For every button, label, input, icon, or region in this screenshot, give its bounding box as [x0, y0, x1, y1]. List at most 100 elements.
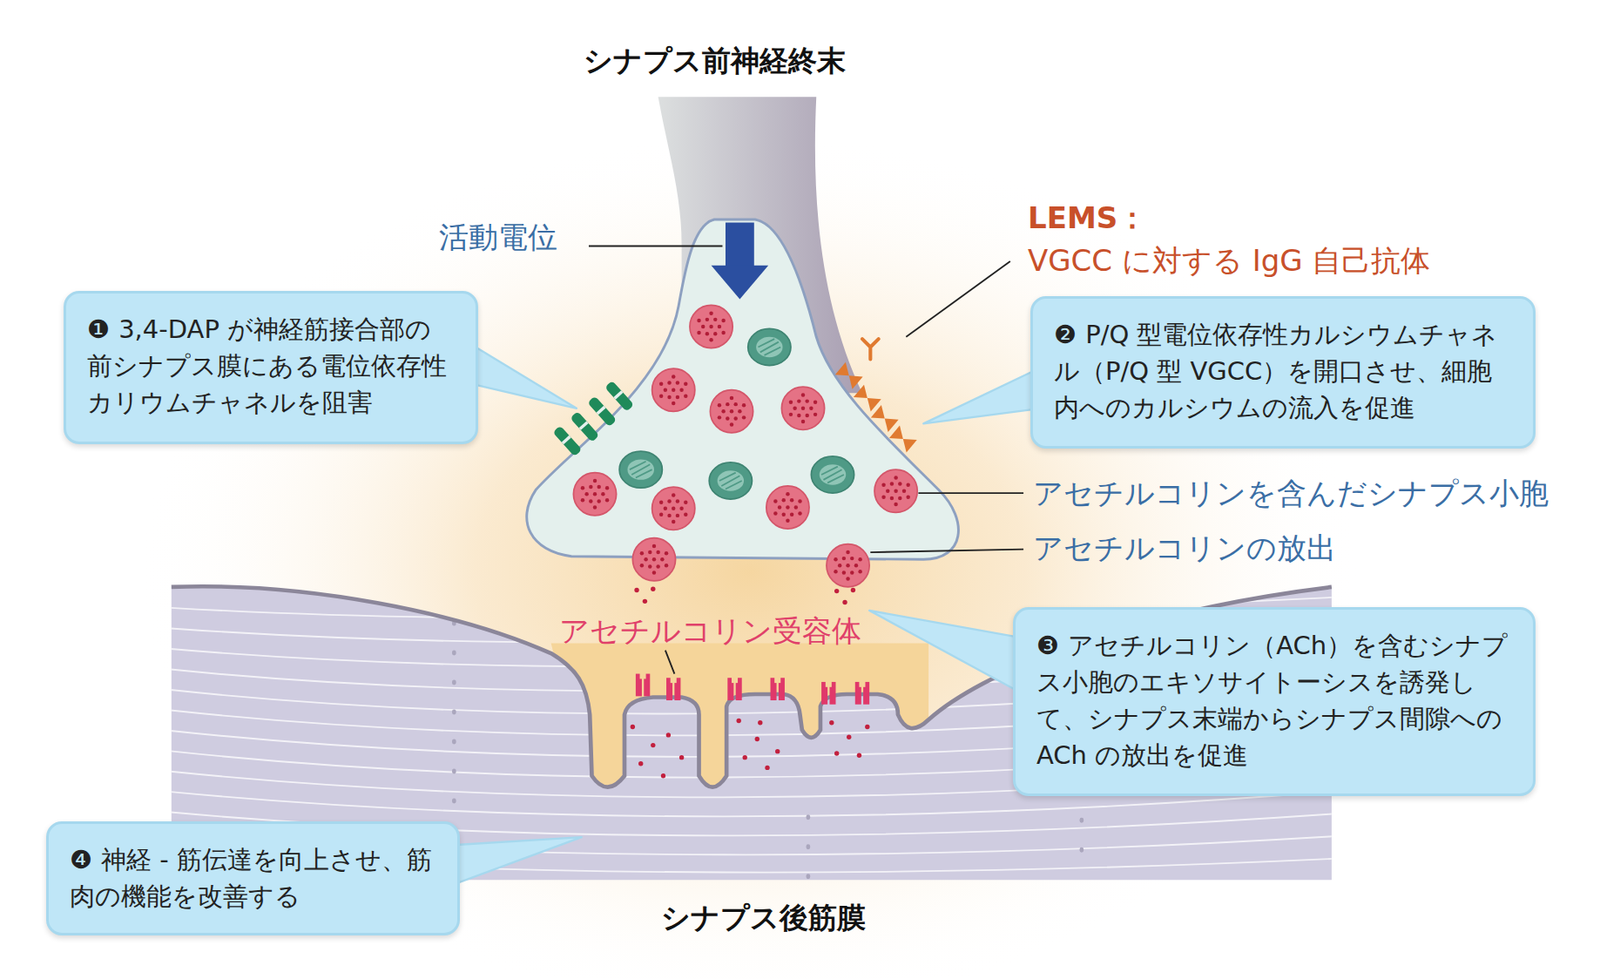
illustration-part — [587, 395, 617, 427]
illustration-part — [683, 499, 688, 504]
illustration-part — [905, 495, 910, 500]
illustration-part — [717, 415, 722, 419]
illustration-part — [596, 485, 601, 489]
action-potential-arrow — [711, 222, 770, 300]
illustration-part — [889, 425, 918, 453]
illustration-part — [679, 387, 683, 392]
illustration-part — [705, 317, 709, 322]
illustration-part — [785, 492, 790, 496]
callout-number: ❹ — [69, 844, 93, 875]
illustration-part — [890, 481, 894, 486]
illustration-part — [837, 563, 842, 568]
illustration-part — [675, 513, 680, 518]
illustration-part — [842, 600, 847, 605]
illustration-part — [905, 482, 910, 487]
illustration-part — [580, 486, 585, 490]
illustration-part — [777, 505, 782, 509]
illustration-part — [679, 506, 683, 510]
callout-box: ❸アセチルコリン（ACh）を含むシナプス小胞のエキソサイトーシスを誘発して、シナ… — [1012, 607, 1536, 797]
illustration-part — [701, 324, 705, 329]
illustration-part — [857, 753, 862, 758]
illustration-part — [893, 489, 898, 493]
illustration-part — [713, 317, 717, 322]
illustration-part — [661, 773, 666, 778]
illustration-part — [719, 472, 743, 490]
illustration-part — [667, 395, 671, 399]
illustration-part — [613, 390, 623, 399]
callout-number: ❶ — [87, 314, 110, 345]
illustration-part — [806, 816, 811, 878]
illustration-part — [629, 461, 653, 479]
illustration-part — [604, 380, 635, 412]
illustration-part — [757, 720, 763, 725]
illustration-part — [897, 481, 902, 486]
illustration-part — [587, 395, 617, 427]
illustration-part — [671, 492, 676, 497]
illustration-part — [845, 563, 850, 568]
illustration-part — [652, 368, 696, 412]
illustration-part — [671, 374, 676, 379]
illustration-part — [742, 755, 748, 760]
illustration-part — [821, 466, 844, 484]
illustration-part — [652, 570, 656, 574]
illustration-part — [819, 464, 846, 485]
illustration-part — [665, 650, 676, 675]
diagram-label: シナプス後筋膜 — [661, 900, 866, 936]
callout-box: ❹神経 - 筋伝達を向上させ、筋肉の機能を改善する — [46, 821, 460, 936]
nerve-terminal — [526, 219, 959, 560]
illustration-part — [683, 512, 688, 516]
illustration-part — [874, 469, 918, 513]
illustration-part — [721, 409, 725, 413]
illustration-part — [642, 599, 648, 604]
illustration-part — [742, 403, 746, 407]
illustration-part — [648, 550, 652, 554]
illustration-part — [596, 405, 607, 415]
illustration-part — [918, 492, 1024, 494]
illustration-part — [782, 498, 786, 502]
illustration-part — [905, 261, 1010, 338]
leader-lines — [588, 245, 1024, 674]
illustration-part — [689, 304, 733, 348]
callout-text: 神経 - 筋伝達を向上させ、筋肉の機能を改善する — [69, 844, 433, 912]
illustration-part — [775, 749, 780, 754]
illustration-part — [869, 610, 1024, 695]
illustration-part — [671, 401, 676, 406]
illustration-part — [731, 676, 738, 683]
diagram-label: LEMS： — [1027, 200, 1148, 237]
illustration-part — [757, 338, 781, 356]
illustration-part — [679, 755, 684, 760]
illustration-part — [809, 406, 813, 411]
illustration-part — [789, 412, 793, 417]
illustration-part — [638, 761, 643, 766]
illustration-part — [890, 496, 894, 500]
illustration-part — [634, 587, 639, 593]
illustration-part — [902, 489, 906, 493]
illustration-part — [764, 765, 770, 770]
illustration-part — [729, 396, 734, 400]
illustration-part — [850, 587, 856, 593]
illustration-part — [756, 337, 783, 358]
illustration-part — [833, 569, 838, 574]
illustration-part — [782, 512, 786, 516]
illustration-part — [573, 472, 616, 516]
illustration-part — [854, 563, 858, 568]
illustration-part — [893, 475, 898, 480]
illustration-part — [789, 512, 794, 516]
illustration-part — [683, 381, 688, 385]
illustration-part — [842, 556, 846, 561]
illustration-part — [708, 311, 713, 316]
illustration-part — [870, 549, 1024, 554]
callout-box: ❶3,4-DAP が神経筋接合部の前シナプス膜にある電位依存性カリウムチャネルを… — [63, 290, 479, 445]
illustration-part — [650, 587, 655, 592]
illustration-part — [683, 394, 688, 399]
illustration-part — [708, 324, 713, 329]
illustration-part — [632, 538, 676, 581]
illustration-part — [885, 489, 890, 493]
illustration-part — [729, 422, 734, 426]
illustration-part — [721, 330, 725, 335]
illustration-part — [671, 519, 676, 524]
illustration-part — [667, 380, 671, 385]
illustration-part — [652, 486, 696, 530]
illustration-part — [850, 556, 854, 561]
